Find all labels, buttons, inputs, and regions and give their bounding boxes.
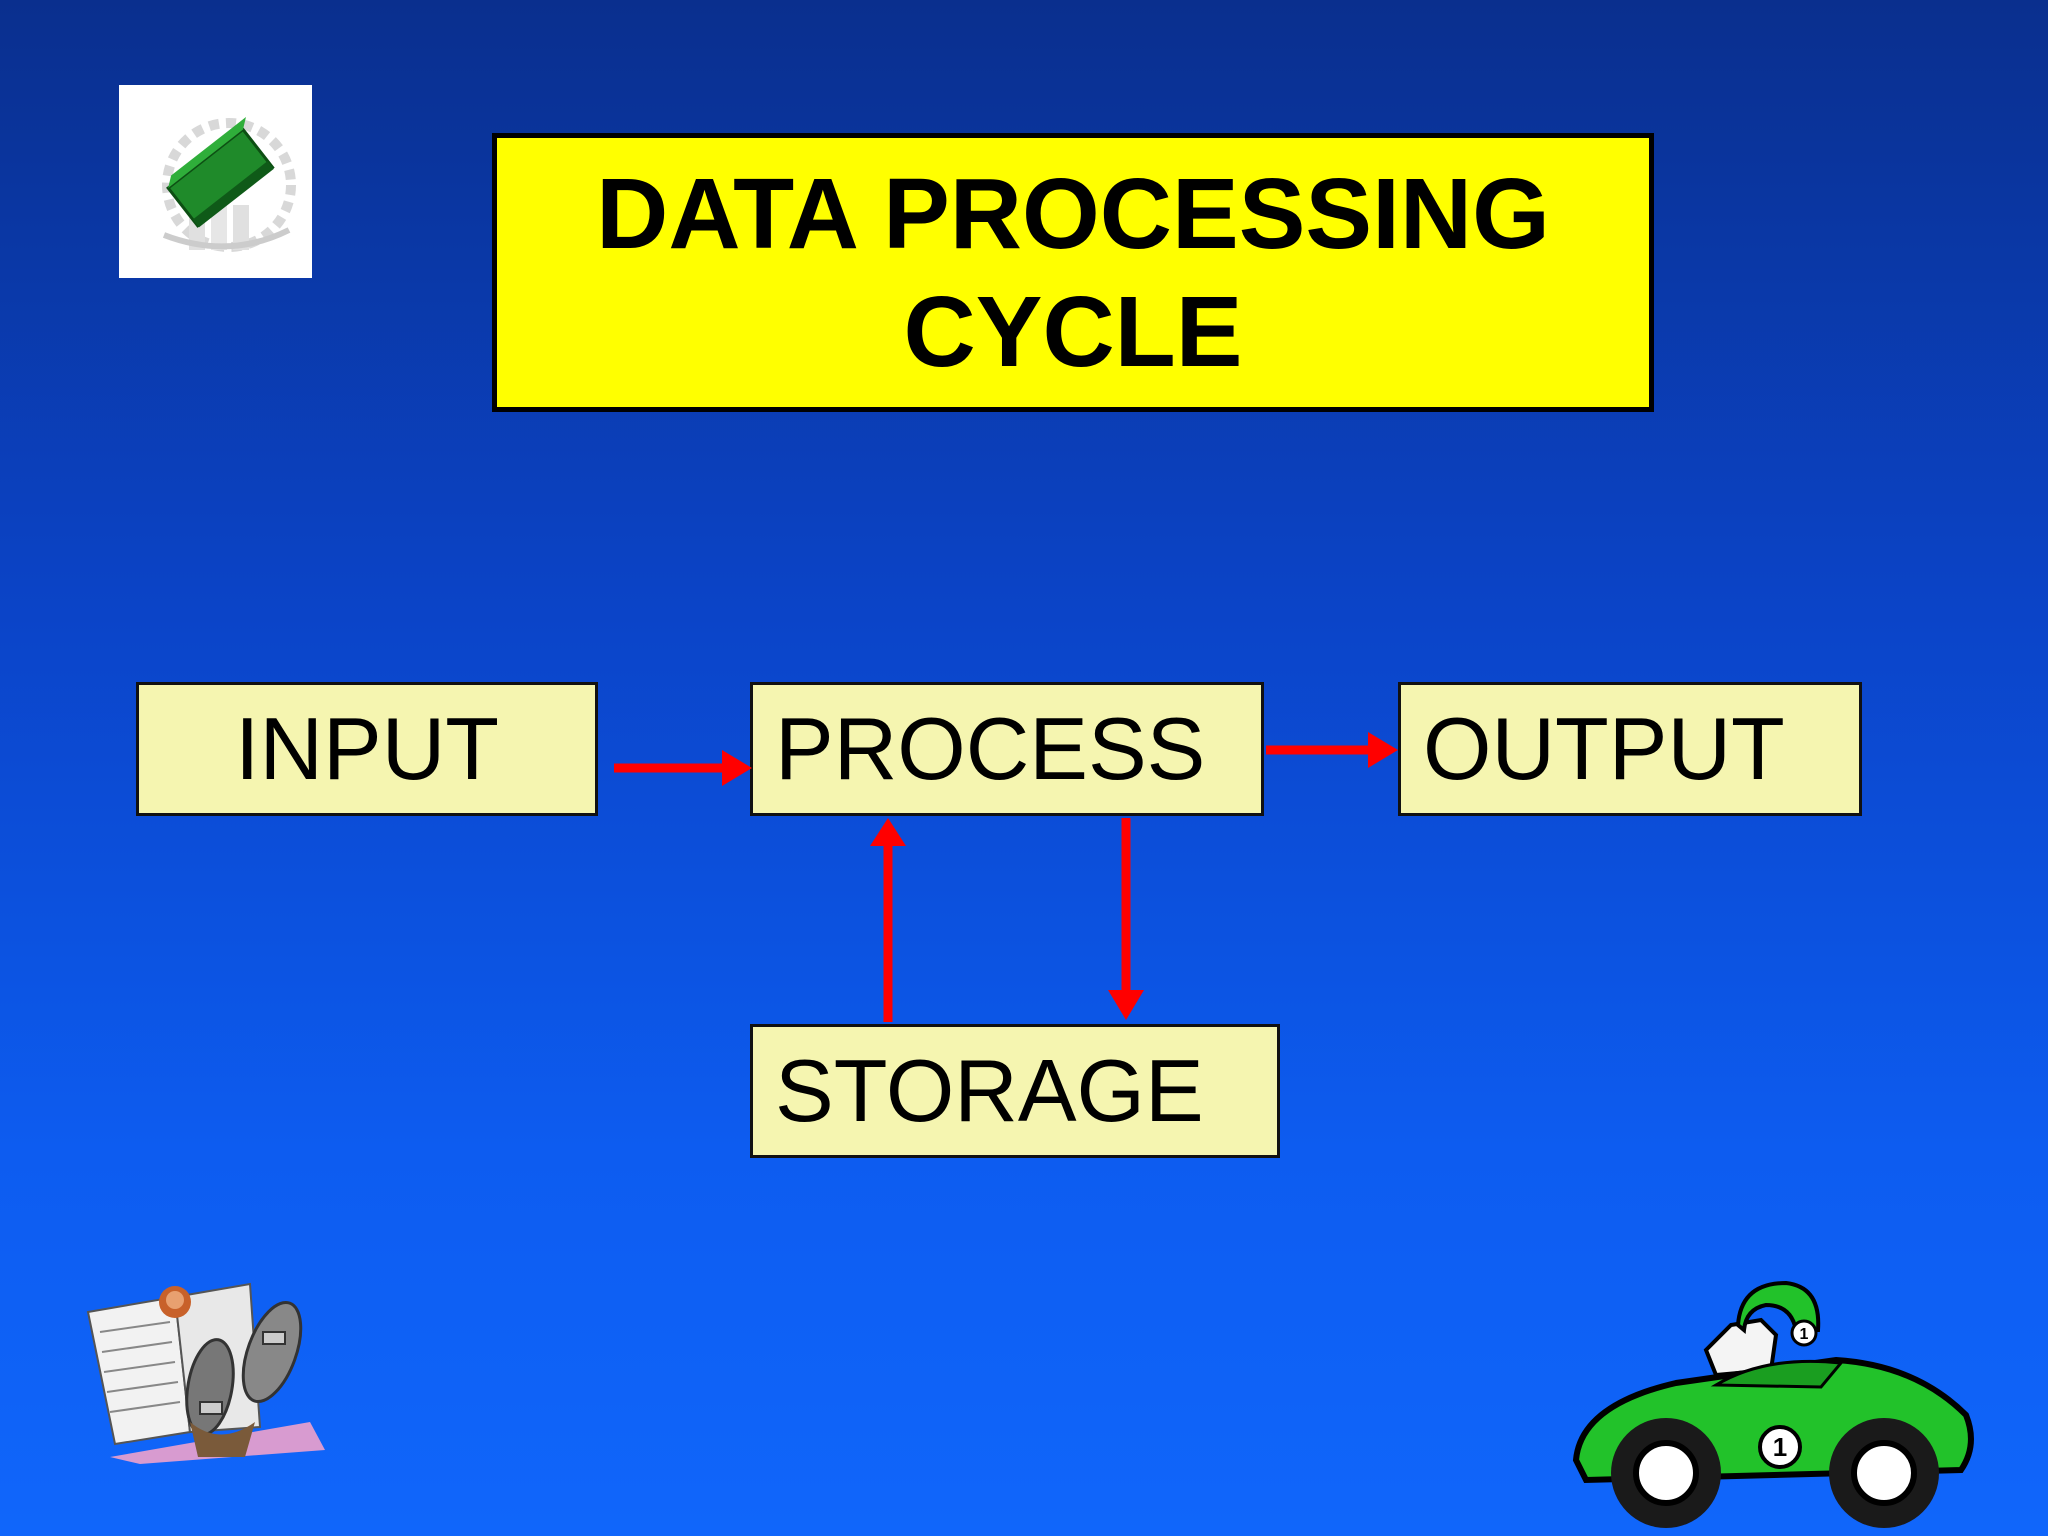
newspaper-reader-clipart-icon: [86, 1282, 325, 1464]
title-line-2: CYCLE: [903, 275, 1243, 388]
storage-node: STORAGE: [750, 1024, 1280, 1158]
process-label: PROCESS: [775, 699, 1206, 798]
factory-logo-icon: [162, 117, 296, 252]
race-car-clipart-icon: 1 1: [1572, 1280, 1974, 1528]
input-label: INPUT: [235, 699, 499, 798]
logo: [119, 85, 312, 278]
arrow-storage-to-process: [870, 818, 906, 1022]
output-label: OUTPUT: [1423, 699, 1785, 798]
process-node: PROCESS: [750, 682, 1264, 816]
helmet-number: 1: [1800, 1326, 1809, 1343]
input-node: INPUT: [136, 682, 598, 816]
arrow-input-to-process: [614, 750, 752, 786]
title-line-1: DATA PROCESSING: [596, 157, 1550, 270]
storage-label: STORAGE: [775, 1041, 1204, 1140]
title-box: DATA PROCESSING CYCLE: [492, 133, 1654, 412]
arrow-process-to-output: [1266, 732, 1398, 768]
car-number: 1: [1773, 1432, 1787, 1462]
output-node: OUTPUT: [1398, 682, 1862, 816]
arrow-process-to-storage: [1108, 818, 1144, 1020]
